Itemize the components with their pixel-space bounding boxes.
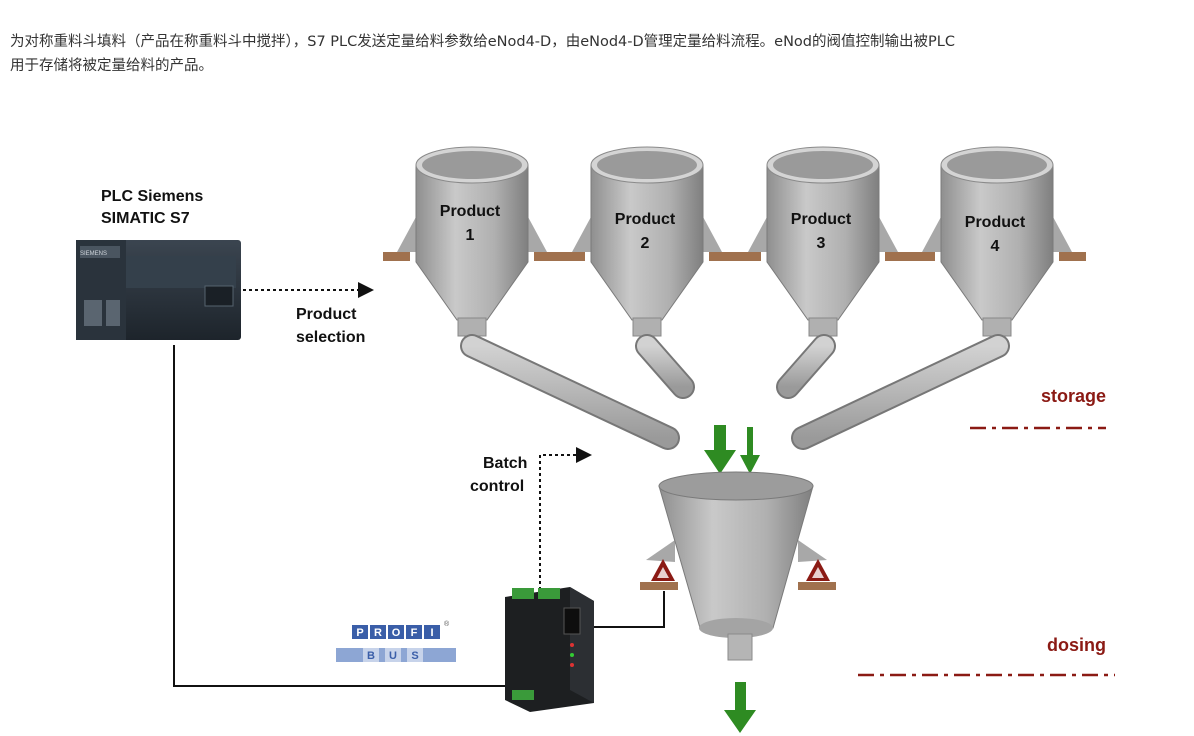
profibus-letter-box	[370, 625, 386, 639]
intro-line-2: 用于存储将被定量给料的产品。	[10, 58, 213, 74]
product-flow-arrows	[704, 425, 760, 733]
silo-2: Product 2	[558, 146, 736, 337]
dosing-hopper	[640, 471, 836, 661]
flow-arrow-small	[740, 427, 760, 474]
silo-3-number: 3	[817, 235, 826, 252]
profibus-top-letter: F	[411, 627, 418, 639]
flow-arrow-large	[704, 425, 736, 474]
plc-device-image: SIEMENS	[76, 240, 241, 340]
plc-name-line-1: PLC Siemens	[101, 188, 203, 205]
plc-block: PLC Siemens SIMATIC S7 SIEMENS	[76, 188, 241, 340]
silo-3-label: Product	[791, 211, 852, 228]
profibus-letter-box	[385, 648, 401, 662]
silo-bracket-left	[383, 252, 410, 261]
silo-1: Product 1	[383, 146, 561, 337]
silo-3: Product 3	[734, 146, 912, 337]
hopper-bracket-left	[640, 582, 678, 590]
product-selection-label-2: selection	[296, 329, 365, 346]
silo-bracket-left	[734, 252, 761, 261]
profibus-top-letter: P	[356, 627, 363, 639]
silo-4: Product 4	[908, 146, 1086, 337]
profibus-letter-box	[406, 625, 422, 639]
storage-silos: Product 1 Product 2 Product 3 Product 4	[383, 146, 1086, 337]
storage-zone-label: storage	[1041, 386, 1106, 406]
load-cell-right	[806, 559, 830, 581]
profibus-letter-box	[352, 625, 368, 639]
enod4-d-device	[505, 587, 594, 712]
load-cell-left	[651, 559, 675, 581]
profibus-letter-box	[424, 625, 440, 639]
profibus-letter-box	[363, 648, 379, 662]
plc-name-line-2: SIMATIC S7	[101, 210, 190, 227]
profibus-letter-box	[407, 648, 423, 662]
load-cell-cable	[594, 591, 665, 628]
plc-device-text: SIEMENS	[80, 251, 107, 257]
silo-bracket-right	[709, 252, 736, 261]
profibus-bottom-letter: S	[411, 650, 418, 662]
profibus-letter-box	[388, 625, 404, 639]
batch-control-arrow	[539, 447, 592, 590]
silo-4-label: Product	[965, 214, 1026, 231]
svg-text:®: ®	[444, 620, 450, 628]
product-selection-label-1: Product	[296, 306, 357, 323]
silo-bracket-left	[558, 252, 585, 261]
silo-2-number: 2	[641, 235, 650, 252]
hopper-bracket-right	[798, 582, 836, 590]
flow-arrow-output	[724, 682, 756, 733]
batch-control-label-2: control	[470, 478, 524, 495]
feed-pipes	[460, 334, 1010, 450]
intro-line-1: 为对称重料斗填料（产品在称重料斗中搅拌），S7 PLC发送定量给料参数给eNod…	[10, 34, 955, 50]
profibus-bottom-letter: U	[389, 650, 397, 662]
dosing-zone-label: dosing	[1047, 635, 1106, 655]
silo-1-label: Product	[440, 203, 501, 220]
profibus-top-letter: O	[392, 627, 401, 639]
batch-control-label-1: Batch	[483, 455, 527, 472]
silo-1-number: 1	[466, 227, 475, 244]
silo-2-label: Product	[615, 211, 676, 228]
silo-bracket-left	[908, 252, 935, 261]
silo-4-number: 4	[991, 238, 1000, 255]
intro-text: 为对称重料斗填料（产品在称重料斗中搅拌），S7 PLC发送定量给料参数给eNod…	[10, 30, 1190, 78]
profibus-top-letter: R	[374, 627, 382, 639]
profibus-top-letter: I	[430, 627, 433, 639]
profibus-bottom-letter: B	[367, 650, 375, 662]
profibus-cable	[173, 345, 508, 687]
silo-bracket-right	[885, 252, 912, 261]
silo-bracket-right	[534, 252, 561, 261]
silo-bracket-right	[1059, 252, 1086, 261]
